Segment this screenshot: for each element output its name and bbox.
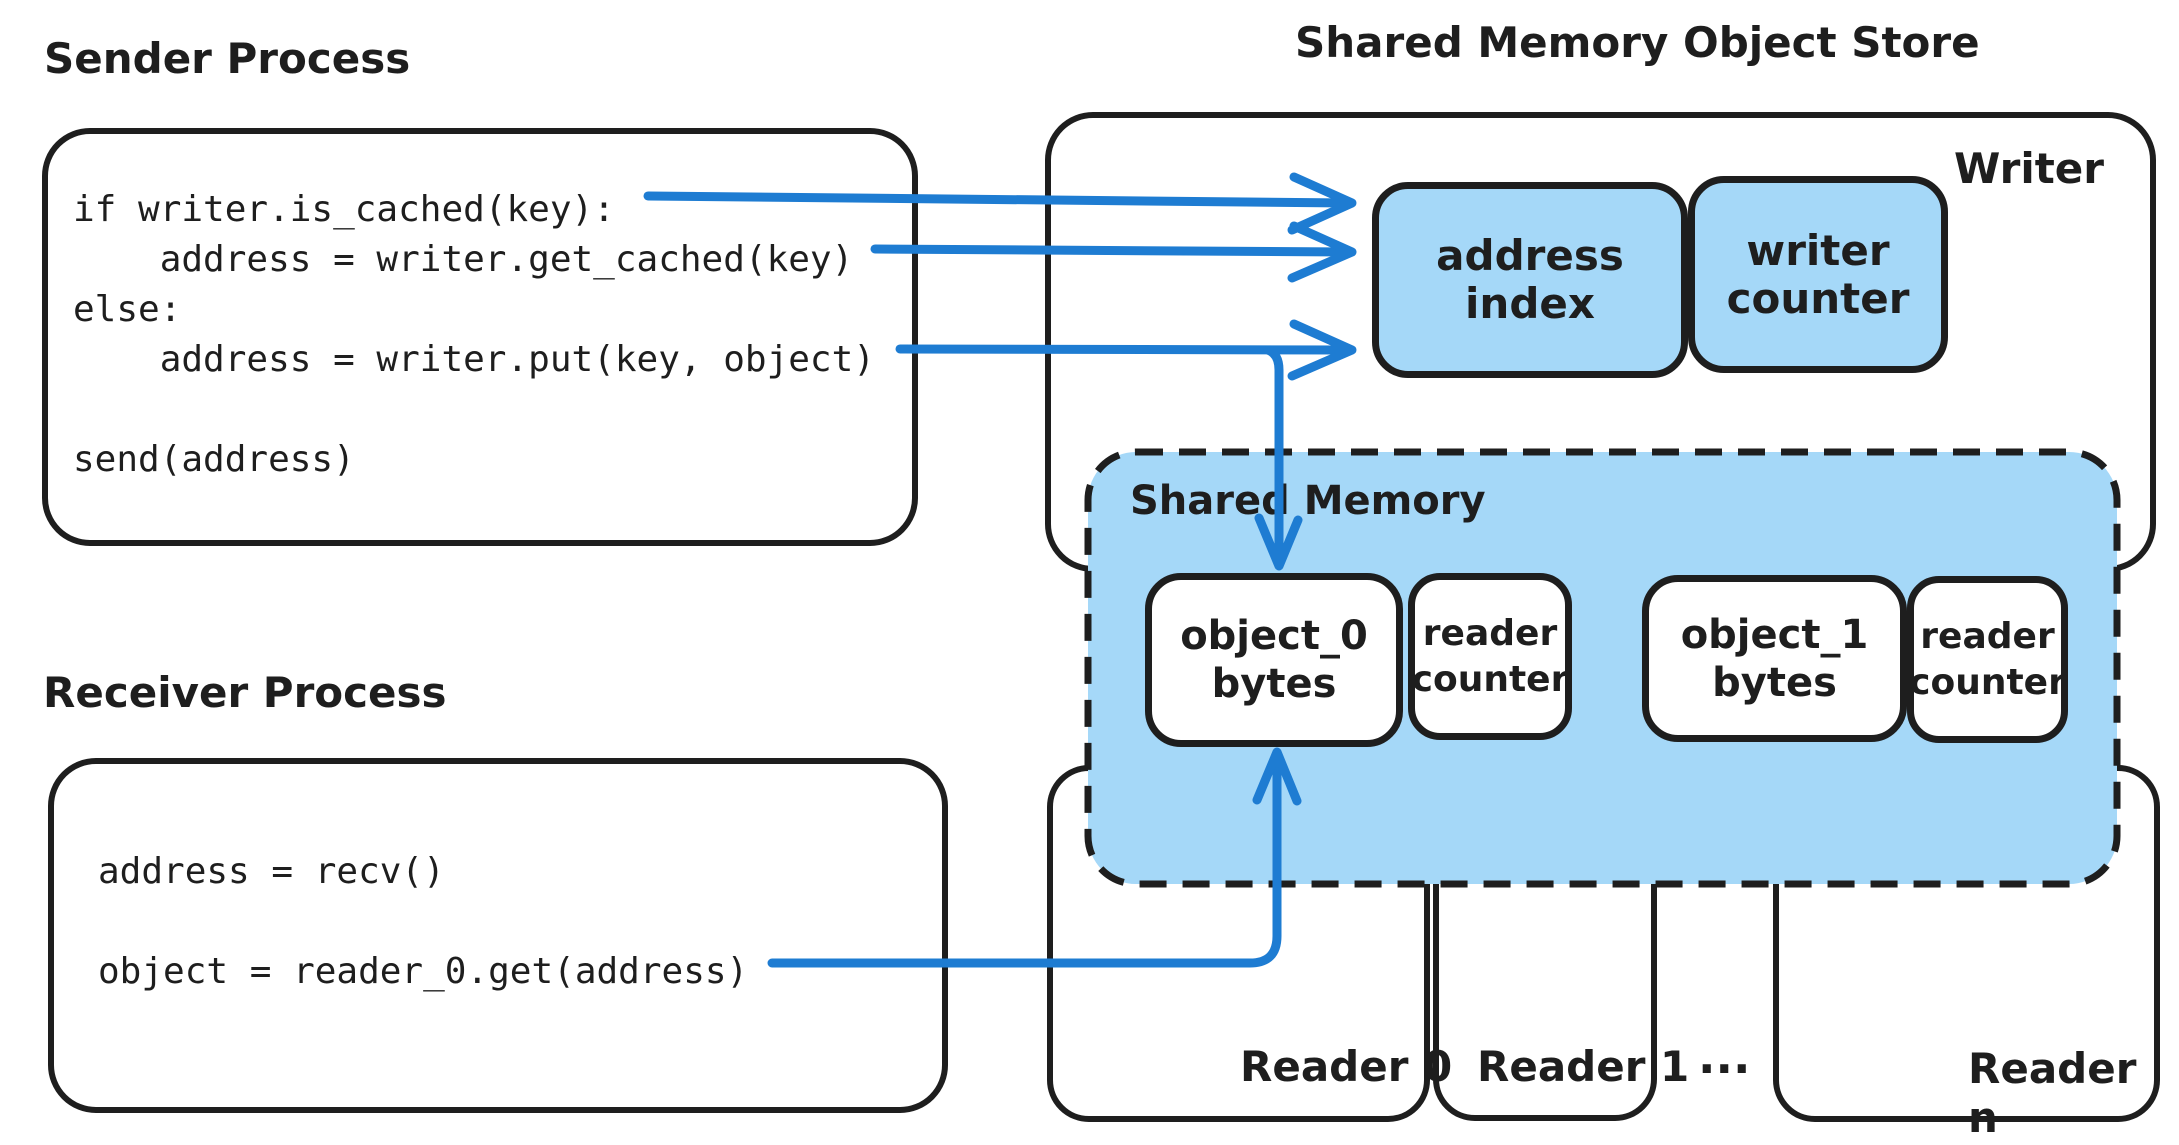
readers-ellipsis: ... [1698,1030,1751,1084]
code-line: address = recv() [98,850,445,892]
store-title: Shared Memory Object Store [1295,18,1980,67]
code-line [98,896,748,946]
sender-process-label: Sender Process [44,34,411,83]
code-line: address = writer.get_cached(key) [73,238,854,280]
object-1-cell: object_1 bytes [1642,575,1907,742]
code-line: object = reader_0.get(address) [98,950,749,992]
shared-memory-label: Shared Memory [1130,478,1486,524]
code-line: send(address) [73,438,355,480]
writer-label: Writer [1954,144,2104,193]
reader-counter-0-label: reader counter [1411,612,1569,700]
code-line: address = writer.put(key, object) [73,338,875,380]
object-0-cell: object_0 bytes [1145,573,1403,747]
receiver-process-label: Receiver Process [43,668,447,717]
receiver-process-box: address = recv() object = reader_0.get(a… [48,758,948,1113]
reader-counter-0-cell: reader counter [1408,573,1572,740]
object-0-label: object_0 bytes [1180,613,1368,707]
address-index-label: address index [1436,231,1624,328]
reader-1-label: Reader 1 [1477,1042,1690,1091]
writer-counter-label: writer counter [1726,225,1910,323]
sender-code-block: if writer.is_cached(key): address = writ… [73,184,875,484]
reader-n-label: Reader n [1968,1044,2137,1142]
object-1-label: object_1 bytes [1680,611,1869,706]
receiver-code-block: address = recv() object = reader_0.get(a… [98,846,748,996]
writer-counter-cell: writer counter [1688,176,1948,373]
address-index-cell: address index [1372,182,1688,378]
reader-counter-1-label: reader counter [1909,615,2066,703]
sender-process-box: if writer.is_cached(key): address = writ… [42,128,918,546]
reader-counter-1-cell: reader counter [1907,576,2068,743]
reader-0-label: Reader 0 [1240,1042,1453,1091]
code-line [73,384,875,434]
code-line: if writer.is_cached(key): [73,188,615,230]
code-line: else: [73,288,182,330]
